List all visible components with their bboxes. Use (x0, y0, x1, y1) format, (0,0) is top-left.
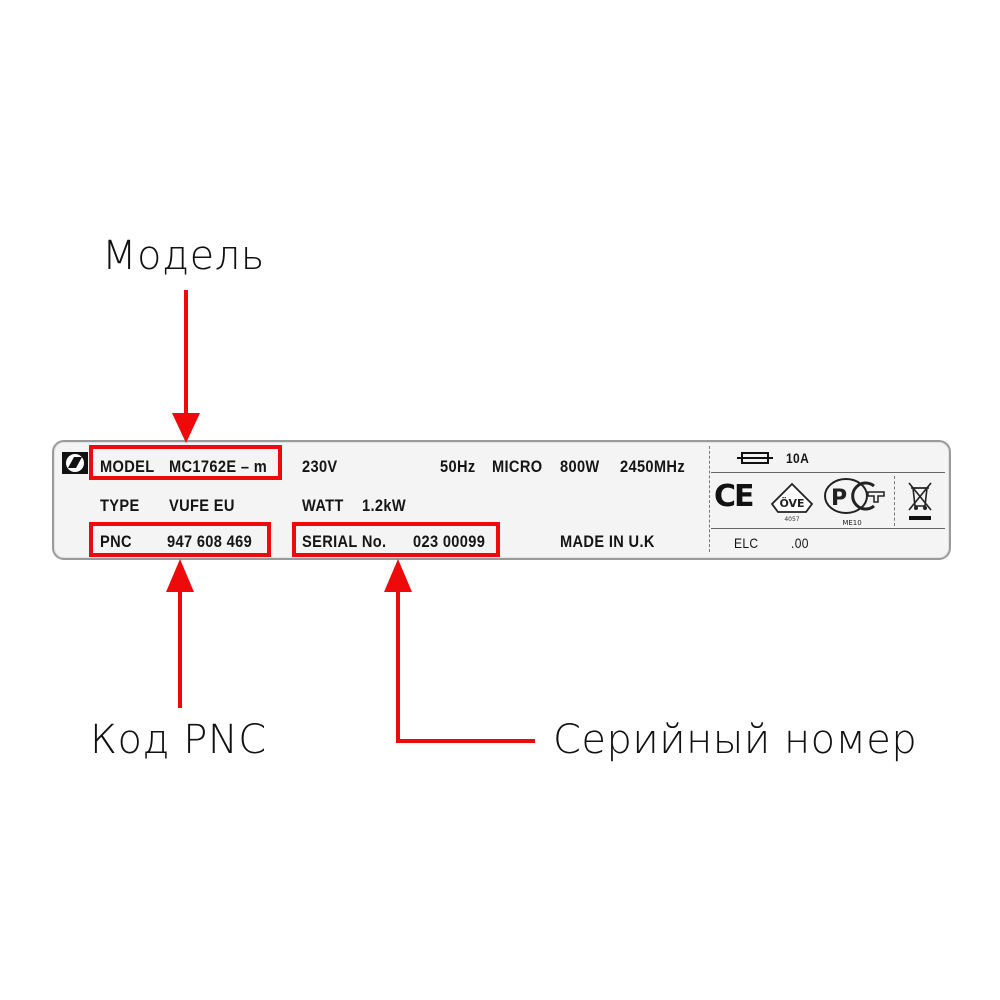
micro-key: MICRO (492, 457, 543, 476)
micro-power: 800W (560, 457, 600, 476)
model-key: MODEL (100, 457, 155, 476)
model-value: MC1762E – m (169, 457, 268, 476)
rating-plate: MODEL MC1762E – m 230V 50Hz MICRO 800W 2… (52, 440, 951, 560)
serial-annotation-label: Серийный номер (553, 717, 918, 763)
model-highlight-box (89, 445, 282, 480)
elc-value: .00 (791, 535, 809, 551)
arrow-head-icon (172, 413, 200, 443)
pnc-key: PNC (100, 532, 132, 551)
voltage: 230V (302, 457, 338, 476)
ove-mark-icon: ÖVE 4057 (770, 482, 814, 522)
fuse-rating: 10A (786, 450, 810, 466)
pnc-highlight-box (89, 522, 271, 557)
brand-logo-icon (62, 452, 88, 474)
serial-value: 023 00099 (413, 532, 486, 551)
svg-text:4057: 4057 (784, 516, 799, 522)
type-value: VUFE EU (169, 496, 235, 515)
pnc-annotation-label: Код PNC (90, 717, 267, 763)
serial-key: SERIAL No. (302, 532, 387, 551)
svg-text:P: P (831, 486, 847, 511)
arrow-head-icon (384, 559, 412, 592)
panel-divider (711, 528, 945, 529)
arrow-head-icon (166, 559, 194, 592)
panel-divider (894, 476, 895, 526)
fuse-icon (737, 451, 773, 465)
weee-bin-icon (906, 480, 934, 522)
svg-text:ÖVE: ÖVE (779, 496, 804, 510)
type-key: TYPE (100, 496, 140, 515)
elc-key: ELC (734, 535, 759, 551)
watt-key: WATT (302, 496, 344, 515)
panel-divider (711, 472, 945, 473)
serial-highlight-box (292, 522, 500, 557)
frequency: 50Hz (440, 457, 476, 476)
made-in: MADE IN U.K (560, 532, 655, 551)
pnc-value: 947 608 469 (167, 532, 253, 551)
pct-mark-icon: P МЕ10 (822, 476, 888, 528)
watt-value: 1.2kW (362, 496, 406, 515)
microwave-frequency: 2450MHz (620, 457, 685, 476)
svg-text:МЕ10: МЕ10 (842, 519, 861, 527)
model-annotation-label: Модель (102, 233, 265, 279)
ce-mark-icon: CE (714, 479, 754, 514)
panel-divider (709, 446, 710, 552)
